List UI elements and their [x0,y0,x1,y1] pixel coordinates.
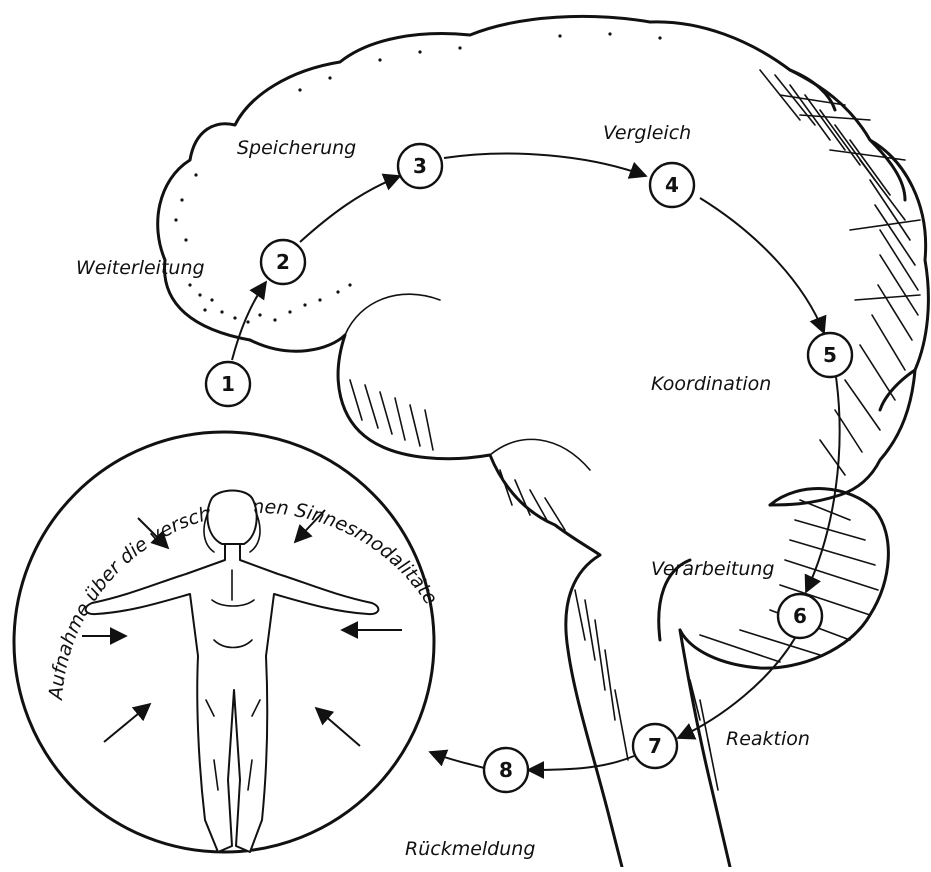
arrow-7-8 [528,756,634,770]
step-node-6: 6 [778,594,822,638]
step-number-1: 1 [221,372,235,396]
inner-fold-2 [490,439,590,470]
step-number-7: 7 [648,734,662,758]
label-speicherung: Speicherung [237,137,356,159]
arrow-2-3 [300,176,400,242]
step-number-8: 8 [499,758,513,782]
step-node-5: 5 [808,333,852,377]
step-number-5: 5 [823,343,837,367]
arrow-8-circle [430,752,484,768]
label-weiterleitung: Weiterleitung [76,257,205,279]
label-rueckmeldung: Rückmeldung [405,838,535,860]
step-number-4: 4 [665,173,679,197]
label-reaktion: Reaktion [726,728,810,750]
sensory-circle-group: Aufnahme über die verschiedenen Sinnesmo… [0,0,442,852]
step-node-4: 4 [650,163,694,207]
arrow-4-5 [700,198,824,333]
label-verarbeitung: Verarbeitung [651,558,774,580]
arrow-3-4 [444,154,646,176]
arrow-6-7 [678,638,795,738]
step-number-6: 6 [793,604,807,628]
step-node-3: 3 [398,144,442,188]
step-number-3: 3 [413,154,427,178]
arrow-5-6 [806,377,840,592]
brainstem-outline [680,630,730,867]
step-node-1: 1 [206,362,250,406]
inner-fold [345,294,440,335]
step-number-2: 2 [276,250,290,274]
step-node-7: 7 [633,724,677,768]
label-vergleich: Vergleich [603,122,691,144]
label-koordination: Koordination [651,373,771,395]
step-node-2: 2 [261,240,305,284]
step-node-8: 8 [484,748,528,792]
